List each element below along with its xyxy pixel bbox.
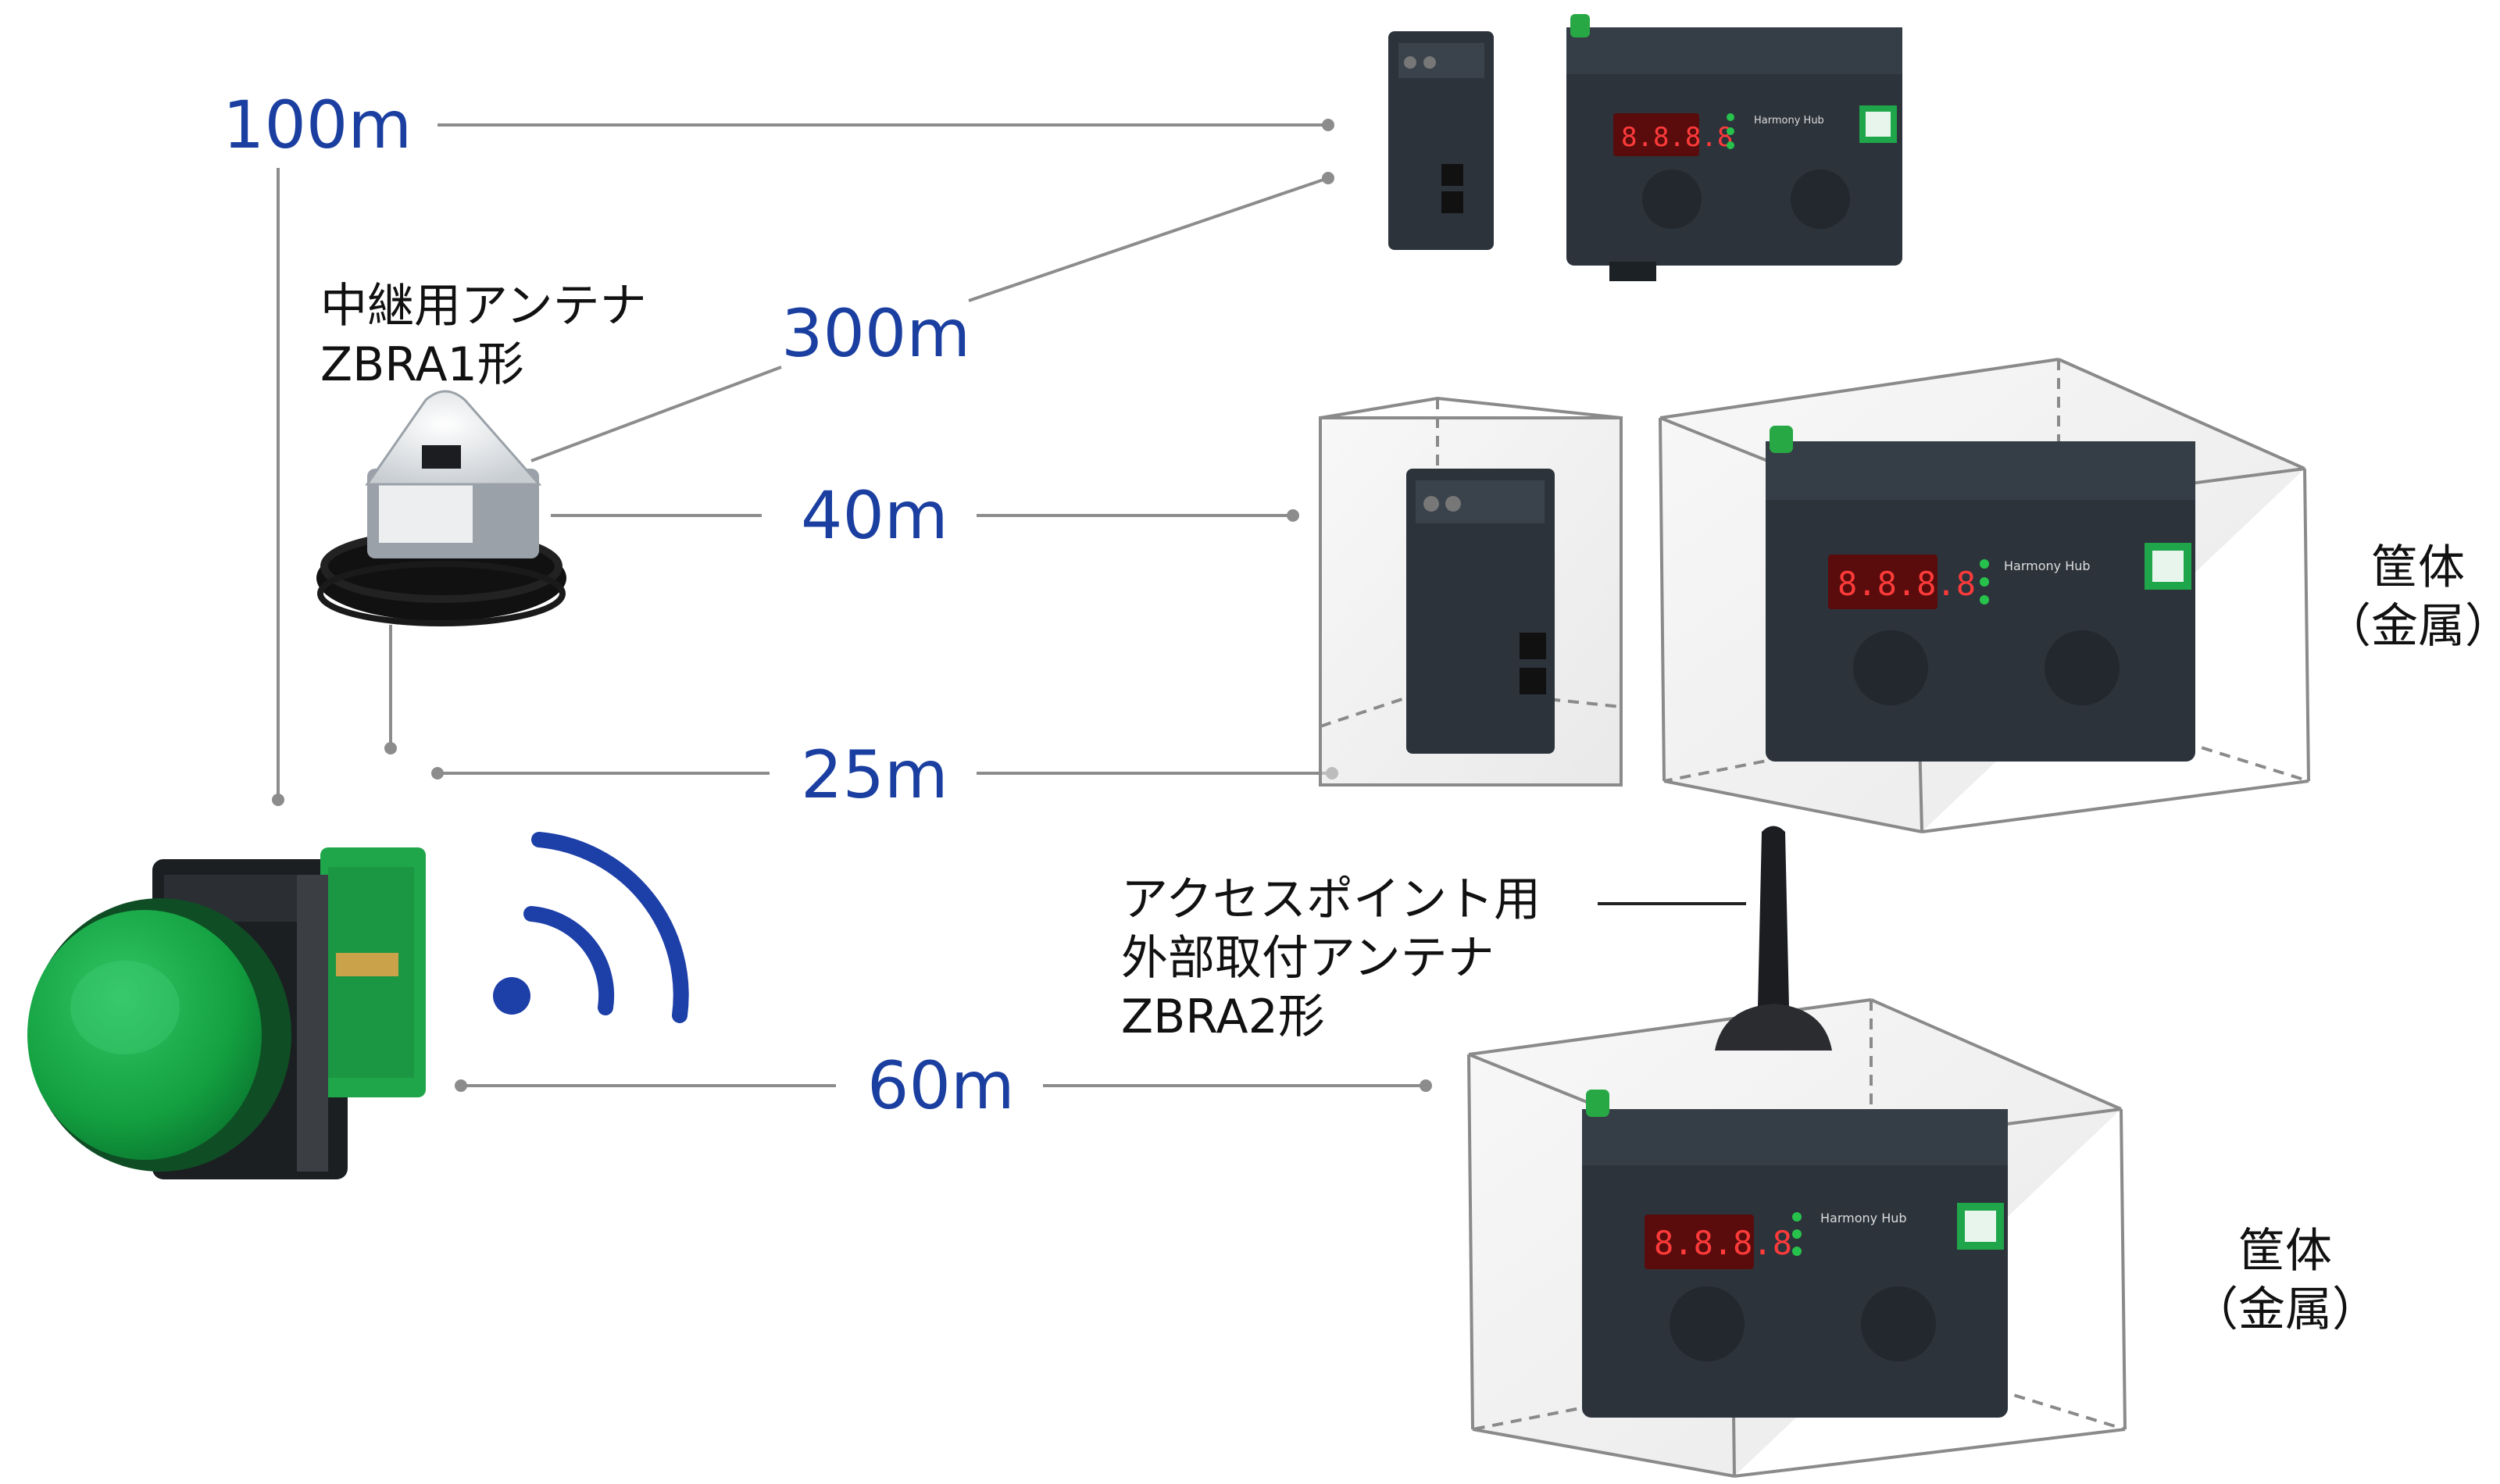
wireless-signal-icon bbox=[493, 832, 689, 1023]
distance-label-100m: 100m bbox=[223, 87, 412, 163]
enclosure-hub-lower: 8.8.8.8 Harmony Hub bbox=[1467, 998, 2127, 1478]
enclosure-label-lower: 筐体 （金属） bbox=[2191, 1222, 2379, 1340]
distance-label-25m: 25m bbox=[801, 737, 948, 813]
hub-name-text: Harmony Hub bbox=[2004, 558, 2091, 573]
access-point-antenna-label-line2: 外部取付アンテナ bbox=[1121, 931, 1495, 986]
relay-module-free bbox=[1388, 31, 1494, 250]
enclosure-label-upper-line1: 筐体 bbox=[2371, 540, 2465, 595]
enclosure-label-upper: 筐体 （金属） bbox=[2324, 539, 2500, 656]
enclosure-label-lower-line2: （金属） bbox=[2191, 1282, 2379, 1337]
repeater-antenna-device bbox=[316, 390, 566, 626]
wireless-push-button bbox=[27, 847, 426, 1179]
distance-label-300m: 300m bbox=[781, 295, 971, 372]
repeater-antenna-label-line2: ZBRA1形 bbox=[320, 337, 524, 392]
enclosure-label-lower-line1: 筐体 bbox=[2238, 1224, 2332, 1279]
repeater-antenna-label: 中継用アンテナ ZBRA1形 bbox=[320, 277, 647, 394]
access-point-antenna-label-line1: アクセスポイント用 bbox=[1121, 872, 1541, 927]
enclosure-relay bbox=[1319, 396, 1623, 787]
enclosure-hub-upper: 8.8.8.8 Harmony Hub bbox=[1659, 358, 2310, 833]
hub-display-text: 8.8.8.8 bbox=[1654, 1224, 1792, 1262]
access-point-antenna-label-line3: ZBRA2形 bbox=[1121, 990, 1325, 1044]
harmony-hub-free: 8.8.8.8 Harmony Hub bbox=[1566, 14, 1902, 281]
distance-label-60m: 60m bbox=[867, 1047, 1015, 1124]
line-300m-lower bbox=[530, 366, 782, 462]
hub-display-text: 8.8.8.8 bbox=[1838, 565, 1976, 603]
access-point-antenna-label: アクセスポイント用 外部取付アンテナ ZBRA2形 bbox=[1121, 871, 1541, 1047]
access-point-antenna-device bbox=[1715, 826, 1832, 1051]
repeater-antenna-label-line1: 中継用アンテナ bbox=[320, 279, 647, 334]
distance-label-40m: 40m bbox=[801, 477, 948, 554]
hub-display-text: 8.8.8.8 bbox=[1621, 122, 1733, 153]
line-300m-upper bbox=[968, 177, 1329, 302]
hub-name-text: Harmony Hub bbox=[1754, 115, 1824, 127]
hub-name-text: Harmony Hub bbox=[1820, 1211, 1907, 1225]
enclosure-label-upper-line2: （金属） bbox=[2324, 599, 2500, 654]
connection-lines bbox=[277, 123, 1746, 1087]
